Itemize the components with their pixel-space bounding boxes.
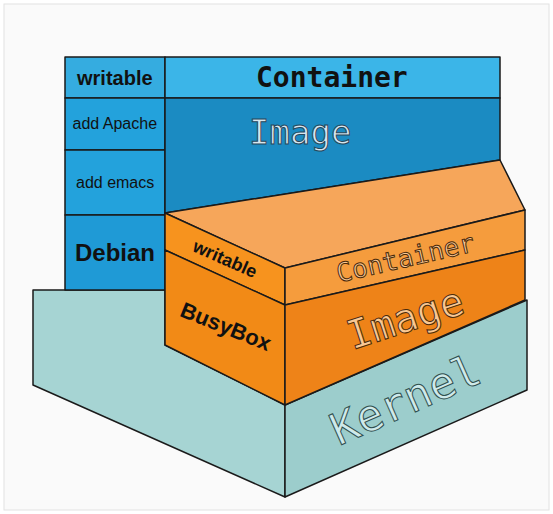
layer-face xyxy=(285,300,527,497)
image-layer: BusyBoxImage xyxy=(165,250,525,405)
layer-face xyxy=(65,57,165,98)
image-layer: add Apache xyxy=(65,98,165,150)
layer-face xyxy=(65,150,165,215)
layer-label: Debian xyxy=(75,241,155,265)
layer-face xyxy=(165,57,500,98)
layer-label: add emacs xyxy=(76,175,154,191)
layer-label: add Apache xyxy=(73,116,158,132)
image-layer: add emacs xyxy=(65,150,165,215)
layer-label: Container xyxy=(256,64,408,92)
layer-face xyxy=(65,215,165,290)
container-layer: writable Container xyxy=(65,57,500,98)
layer-label: writable xyxy=(77,68,153,88)
layer-face xyxy=(65,98,165,150)
layer-label: Image xyxy=(249,115,351,149)
base-image-layer: Debian xyxy=(65,215,165,290)
layer-face xyxy=(33,290,285,497)
frame-border xyxy=(4,4,549,510)
